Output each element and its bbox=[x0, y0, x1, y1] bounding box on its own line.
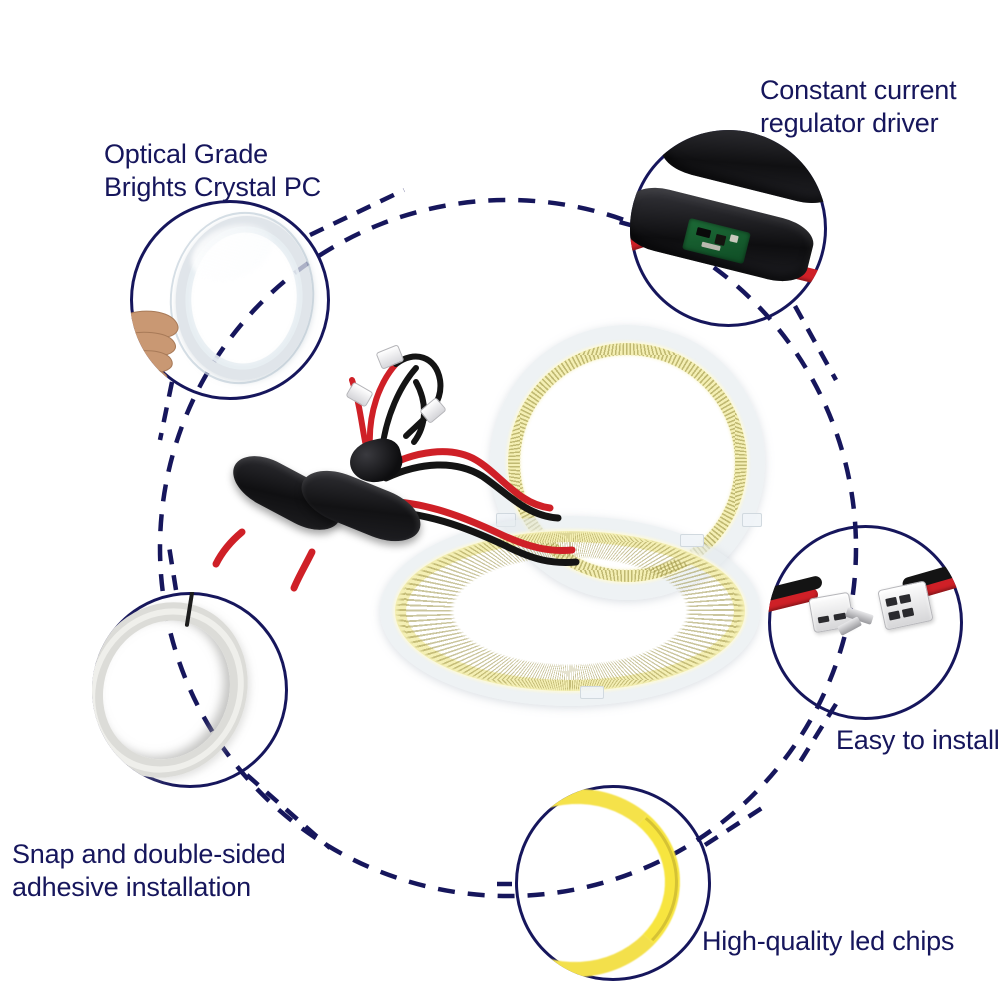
ring-adhesive-inner-edge bbox=[92, 593, 252, 787]
label-line-1: Snap and double-sided bbox=[12, 839, 286, 869]
label-easy-to-install: Easy to install bbox=[836, 724, 1000, 757]
hand-icon bbox=[130, 310, 179, 388]
bubble-clip bbox=[130, 200, 330, 400]
led-chip-arc-photo bbox=[515, 785, 711, 981]
callout-bubble-adhesive bbox=[92, 592, 288, 788]
plug-slot bbox=[884, 596, 898, 608]
leader-line-easy bbox=[793, 702, 838, 772]
jst-plug-female bbox=[877, 580, 934, 632]
label-line-2: Brights Crystal PC bbox=[104, 172, 321, 202]
plug-slot bbox=[898, 593, 912, 605]
clear-pc-ring-photo bbox=[130, 200, 330, 400]
leader-line-optical bbox=[309, 187, 405, 238]
center-product-photo bbox=[200, 320, 820, 720]
label-high-quality-led-chips: High-quality led chips bbox=[702, 925, 954, 958]
wire-red bbox=[376, 448, 554, 512]
leader-line-chips bbox=[703, 806, 764, 847]
plug-slot bbox=[817, 615, 830, 624]
leader-line-adhesive bbox=[165, 539, 179, 591]
ring-mount-clip bbox=[580, 686, 604, 699]
bubble-clip bbox=[630, 130, 827, 327]
ring-mount-clip bbox=[680, 534, 704, 547]
pcb-component bbox=[714, 233, 727, 246]
led-arc-shadow bbox=[515, 787, 683, 979]
wire-black bbox=[382, 461, 562, 522]
callout-bubble-driver bbox=[630, 130, 827, 327]
wire-red bbox=[290, 548, 316, 592]
bubble-clip bbox=[92, 592, 288, 788]
plug-slot bbox=[901, 607, 915, 619]
plug-slot bbox=[887, 610, 901, 622]
cob-halo-ring-tilted bbox=[380, 516, 760, 706]
connector-pair-photo bbox=[768, 525, 963, 720]
callout-bubble-connectors bbox=[768, 525, 963, 720]
label-line-1: Optical Grade bbox=[104, 139, 268, 169]
leader-line-optical-lower bbox=[157, 381, 175, 441]
bubble-clip bbox=[768, 525, 963, 720]
adhesive-ring-photo bbox=[92, 592, 288, 788]
wire-red bbox=[212, 528, 246, 568]
callout-bubble-optical-grade-pc bbox=[130, 200, 330, 400]
plug-slot bbox=[833, 613, 846, 621]
label-line-1: Constant current bbox=[760, 75, 957, 105]
label-line-1: Easy to install bbox=[836, 725, 1000, 755]
callout-bubble-led-chips bbox=[515, 785, 711, 981]
ring-mount-clip bbox=[742, 513, 762, 527]
label-line-2: regulator driver bbox=[760, 108, 939, 138]
pcb-component bbox=[696, 226, 712, 238]
label-line-1: High-quality led chips bbox=[702, 926, 955, 956]
wire-red bbox=[366, 361, 399, 451]
ring-led-chip-segments bbox=[395, 531, 745, 691]
leader-line-adhesive-lower bbox=[245, 773, 332, 850]
driver-module-photo bbox=[630, 130, 827, 327]
leader-line-driver bbox=[793, 304, 838, 382]
bubble-clip bbox=[515, 785, 711, 981]
label-line-2: adhesive installation bbox=[12, 872, 251, 902]
pcb-component bbox=[729, 234, 740, 243]
